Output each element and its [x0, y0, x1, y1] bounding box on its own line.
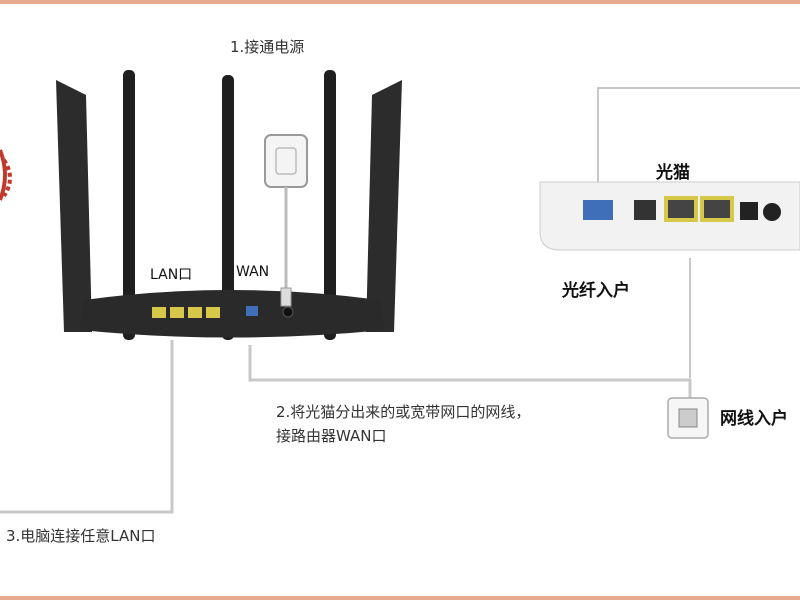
- power-adapter-icon: [264, 134, 308, 307]
- optical-modem-icon: [539, 181, 800, 251]
- network-wall-socket-icon: [667, 397, 709, 439]
- cable-in-label: 网线入户: [720, 409, 788, 429]
- step2-line2: 接路由器WAN口: [276, 427, 387, 445]
- fiber-in-label: 光纤入户: [562, 281, 630, 301]
- wan-cable: [248, 345, 692, 398]
- wan-port-label: WAN: [236, 264, 270, 280]
- lan-port-label: LAN口: [150, 267, 193, 283]
- step3-lan-label: 3.电脑连接任意LAN口: [6, 527, 156, 545]
- step2-line1: 2.将光猫分出来的或宽带网口的网线，: [276, 403, 531, 421]
- step2-wan-instructions: 2.将光猫分出来的或宽带网口的网线， 接路由器WAN口: [276, 400, 656, 448]
- bottom-border: [0, 596, 800, 600]
- lan-cable: [0, 340, 174, 514]
- router-icon: [56, 70, 402, 340]
- modem-label: 光猫: [656, 163, 690, 183]
- modem-power-cable: [597, 87, 800, 182]
- wifi-signal-icon: [0, 149, 12, 201]
- top-border: [0, 0, 800, 4]
- step1-power-label: 1.接通电源: [230, 38, 305, 56]
